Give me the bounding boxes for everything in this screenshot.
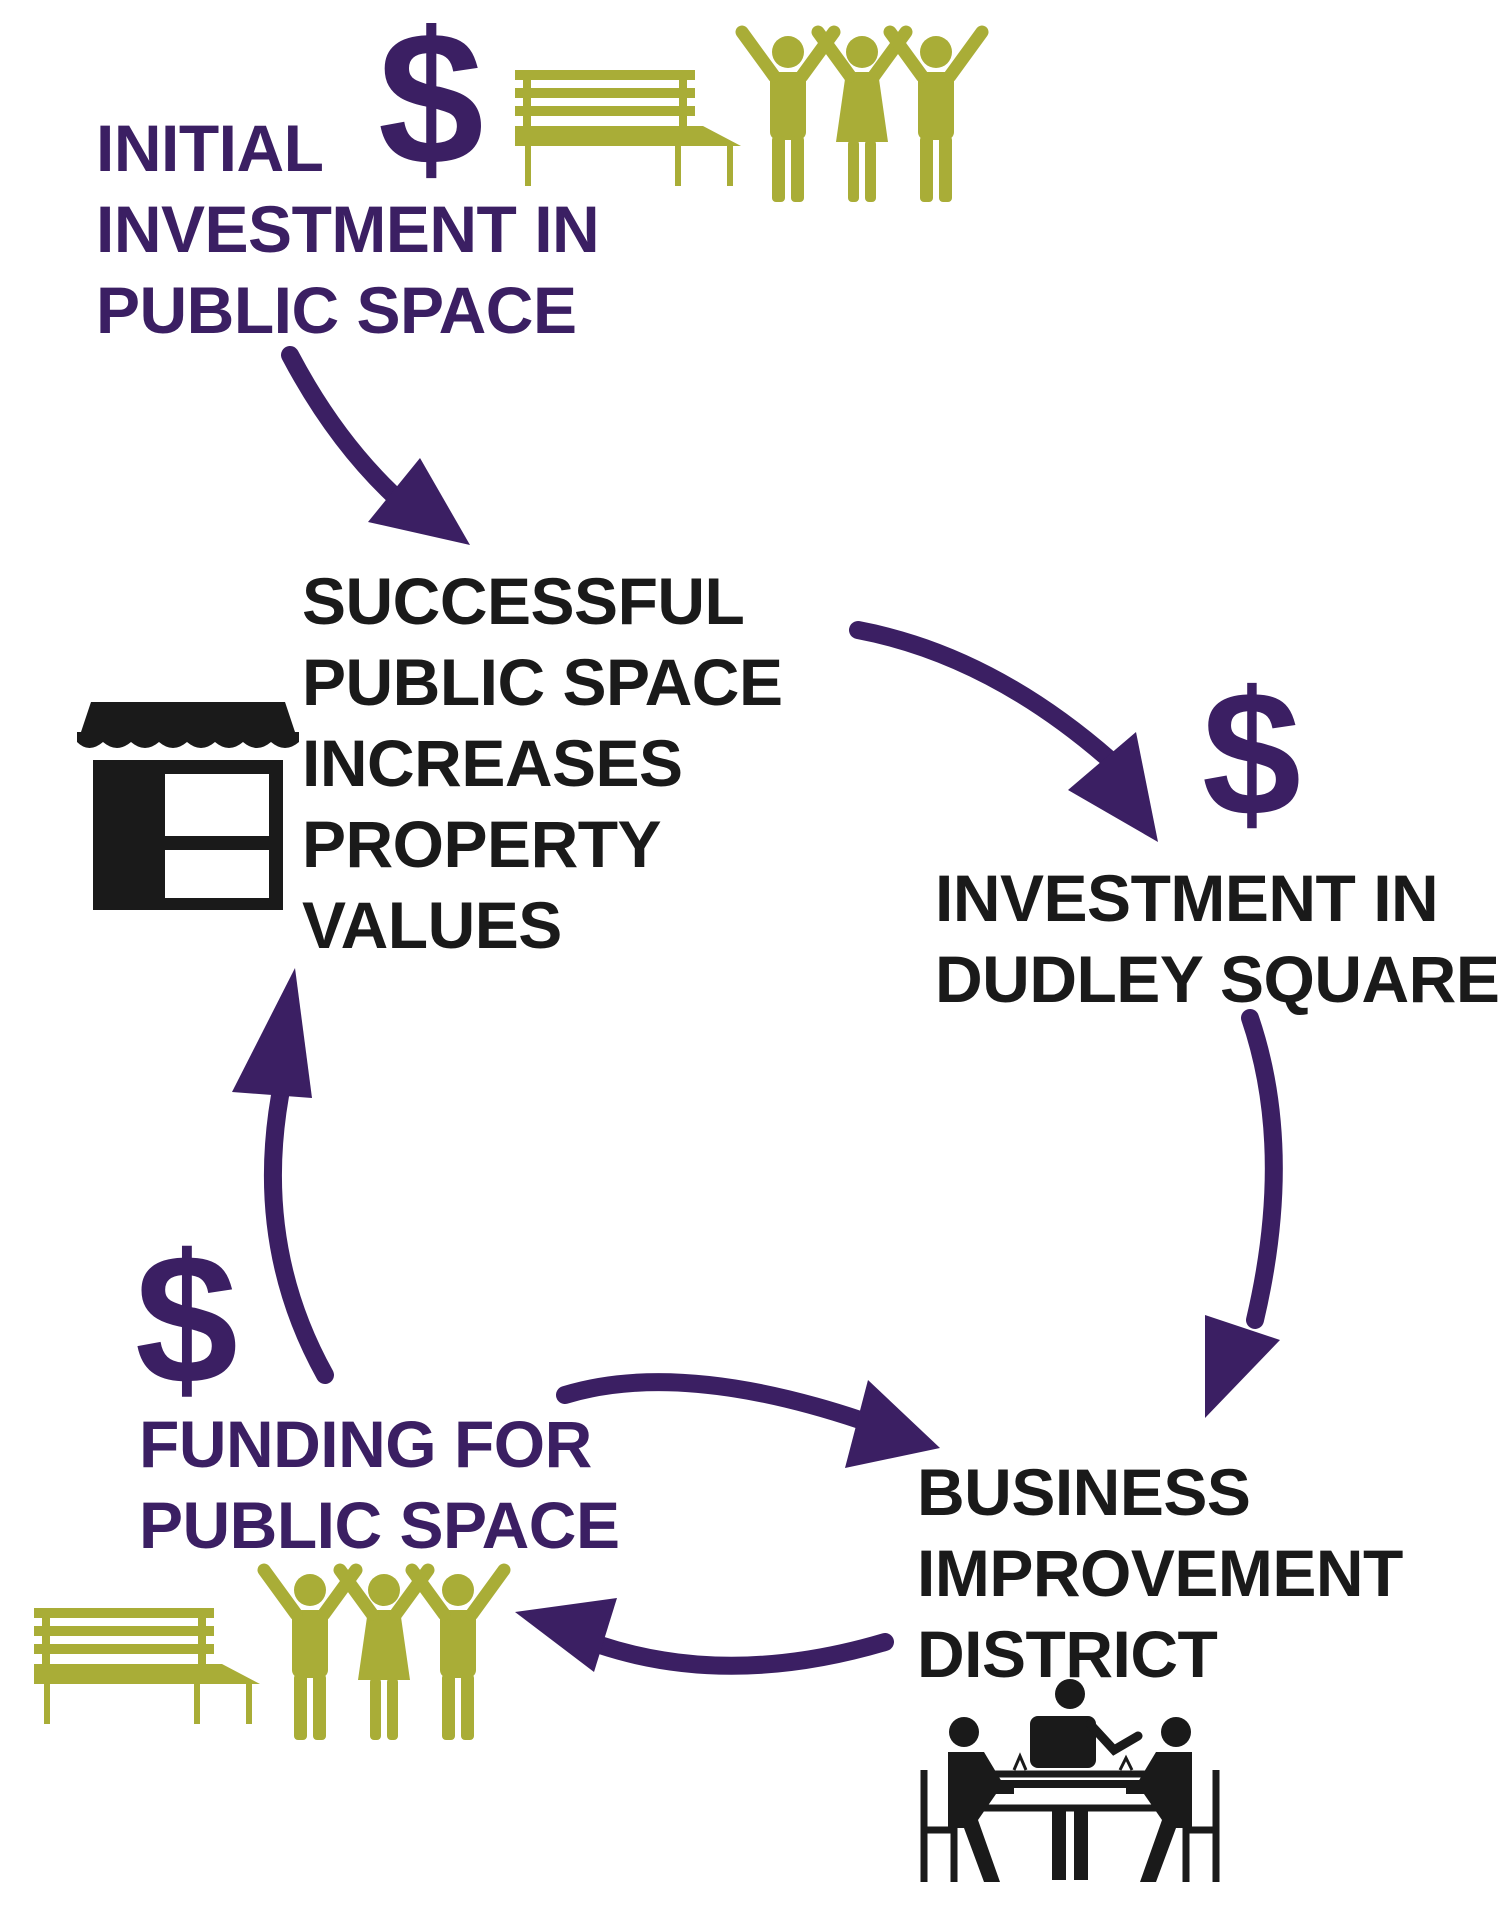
dollar-icon: $: [135, 1217, 238, 1423]
bench-icon: [34, 1608, 260, 1724]
label-line: DISTRICT: [917, 1617, 1218, 1691]
label-line: PUBLIC SPACE: [302, 645, 783, 719]
label-line: VALUES: [302, 888, 562, 962]
arrow-initial-to-successful: [281, 346, 470, 545]
funding-public-space-label: FUNDING FOR PUBLIC SPACE: [139, 1404, 620, 1566]
arrow-bid-to-funding: [515, 1598, 894, 1675]
investment-dudley-square-label: INVESTMENT IN DUDLEY SQUARE: [935, 858, 1500, 1020]
arrow-funding-to-bid: [556, 1373, 940, 1468]
label-line: INITIAL: [96, 111, 324, 185]
label-line: SUCCESSFUL: [302, 564, 745, 638]
label-line: INVESTMENT IN: [96, 192, 600, 266]
label-line: FUNDING FOR: [139, 1407, 592, 1481]
business-improvement-district-label: BUSINESS IMPROVEMENT DISTRICT: [917, 1452, 1403, 1695]
label-line: INCREASES: [302, 726, 683, 800]
label-line: PUBLIC SPACE: [139, 1488, 620, 1562]
initial-investment-label: INITIAL INVESTMENT IN PUBLIC SPACE: [96, 108, 600, 351]
people-group-icon: [742, 32, 982, 202]
people-group-icon: [264, 1570, 504, 1740]
label-line: PUBLIC SPACE: [96, 273, 577, 347]
arrow-successful-to-dudley: [849, 621, 1158, 842]
arrow-funding-to-successful: [232, 968, 334, 1384]
dollar-icon: $: [378, 0, 484, 205]
meeting-table-icon: [920, 1679, 1220, 1882]
label-line: INVESTMENT IN: [935, 861, 1439, 935]
dollar-icon: $: [1202, 654, 1301, 853]
label-line: BUSINESS: [917, 1455, 1251, 1529]
storefront-icon: [77, 702, 299, 910]
label-line: IMPROVEMENT: [917, 1536, 1403, 1610]
label-line: PROPERTY: [302, 807, 662, 881]
label-line: DUDLEY SQUARE: [935, 942, 1500, 1016]
arrow-dudley-to-bid: [1205, 1009, 1283, 1418]
successful-public-space-label: SUCCESSFUL PUBLIC SPACE INCREASES PROPER…: [302, 561, 783, 966]
